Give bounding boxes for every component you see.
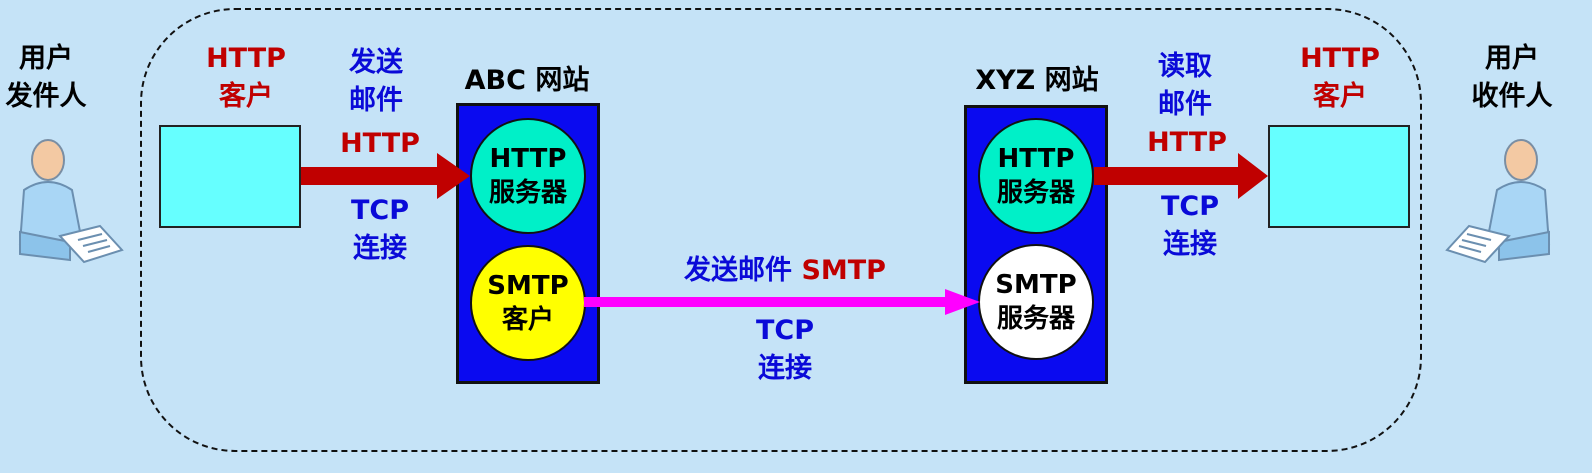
smtp-protocol-text: SMTP — [801, 255, 886, 286]
sender-user-icon — [18, 139, 124, 264]
read-transport-line1: TCP — [1160, 191, 1220, 222]
abc-site-title: ABC 网站 — [464, 65, 590, 96]
right-client-label-line1: HTTP — [1300, 43, 1380, 74]
read-transport-label: TCP 连接 — [1140, 188, 1240, 264]
xyz-smtp-server-line2: 服务器 — [996, 304, 1075, 334]
xyz-http-server-node: HTTP 服务器 — [978, 118, 1094, 234]
right-client-label-line2: 客户 — [1313, 81, 1367, 112]
smtp-transport-line2: 连接 — [758, 353, 812, 384]
sender-label-line2: 发件人 — [5, 81, 87, 112]
send-transport-label: TCP 连接 — [330, 192, 430, 268]
receiver-user-icon — [1445, 139, 1551, 264]
smtp-action-text: 发送邮件 — [684, 255, 793, 286]
abc-http-server-line2: 服务器 — [488, 178, 567, 208]
left-client-label-line2: 客户 — [219, 81, 273, 112]
smtp-transport-label: TCP 连接 — [735, 312, 835, 388]
xyz-http-server-line1: HTTP — [997, 144, 1075, 174]
xyz-smtp-server-node: SMTP 服务器 — [978, 244, 1094, 360]
send-mail-label: 发送 邮件 — [326, 44, 426, 120]
send-transport-line2: 连接 — [353, 233, 407, 264]
receiver-label-line2: 收件人 — [1471, 81, 1553, 112]
smtp-link-label: 发送邮件 SMTP — [660, 252, 910, 290]
abc-http-server-line1: HTTP — [489, 144, 567, 174]
read-mail-label: 读取 邮件 — [1135, 48, 1235, 124]
abc-smtp-client-node: SMTP 客户 — [470, 245, 586, 361]
read-transport-line2: 连接 — [1163, 229, 1217, 260]
read-mail-line2: 邮件 — [1158, 89, 1212, 120]
smtp-transport-line1: TCP — [755, 315, 815, 346]
receiver-label: 用户 收件人 — [1462, 40, 1562, 116]
send-mail-line2: 邮件 — [349, 85, 403, 116]
internet-boundary — [140, 8, 1422, 452]
send-protocol-label: HTTP — [340, 128, 420, 159]
send-transport-line1: TCP — [350, 195, 410, 226]
send-mail-line1: 发送 — [349, 47, 403, 78]
sender-label-line1: 用户 — [19, 43, 73, 74]
xyz-http-server-line2: 服务器 — [996, 178, 1075, 208]
receiver-label-line1: 用户 — [1485, 43, 1539, 74]
right-http-client-box — [1268, 125, 1410, 228]
sender-label: 用户 发件人 — [0, 40, 92, 116]
abc-http-server-node: HTTP 服务器 — [470, 118, 586, 234]
abc-smtp-client-line2: 客户 — [501, 305, 554, 335]
abc-smtp-client-line1: SMTP — [487, 271, 569, 301]
read-protocol-label: HTTP — [1147, 127, 1227, 158]
left-http-client-box — [159, 125, 301, 228]
xyz-site-title: XYZ 网站 — [975, 65, 1099, 96]
right-client-label: HTTP 客户 — [1288, 40, 1392, 116]
xyz-smtp-server-line1: SMTP — [995, 270, 1077, 300]
read-mail-line1: 读取 — [1158, 51, 1212, 82]
left-client-label-line1: HTTP — [206, 43, 286, 74]
left-client-label: HTTP 客户 — [194, 40, 298, 116]
